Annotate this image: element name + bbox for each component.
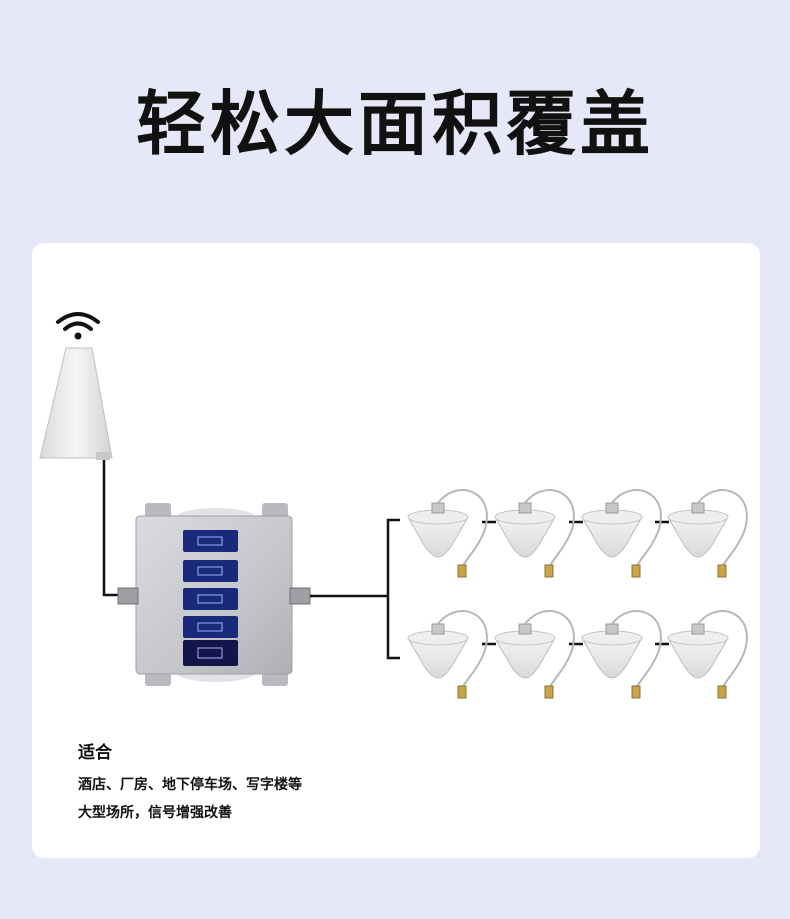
page-headline: 轻松大面积覆盖 — [136, 83, 654, 165]
distribution-cables — [310, 518, 669, 660]
wifi-signal-icon — [56, 312, 100, 340]
caption-line: 酒店、厂房、地下停车场、写字楼等 — [78, 777, 302, 793]
ceiling-antenna — [581, 610, 662, 699]
usage-caption: 适合 酒店、厂房、地下停车场、写字楼等 大型场所，信号增强改善 — [78, 738, 302, 827]
repeater-display-panels — [183, 530, 238, 666]
ceiling-antenna — [494, 489, 575, 578]
ceiling-antenna — [407, 610, 488, 699]
ceiling-antenna — [581, 489, 662, 578]
outdoor-antenna — [39, 347, 113, 460]
signal-repeater — [117, 503, 311, 686]
ceiling-antenna — [407, 489, 488, 578]
ceiling-antenna — [667, 610, 748, 699]
ceiling-antenna — [494, 610, 575, 699]
caption-line: 大型场所，信号增强改善 — [78, 805, 232, 821]
ceiling-antenna — [667, 489, 748, 578]
cable-antenna-to-repeater — [102, 460, 120, 597]
caption-title: 适合 — [78, 743, 112, 763]
